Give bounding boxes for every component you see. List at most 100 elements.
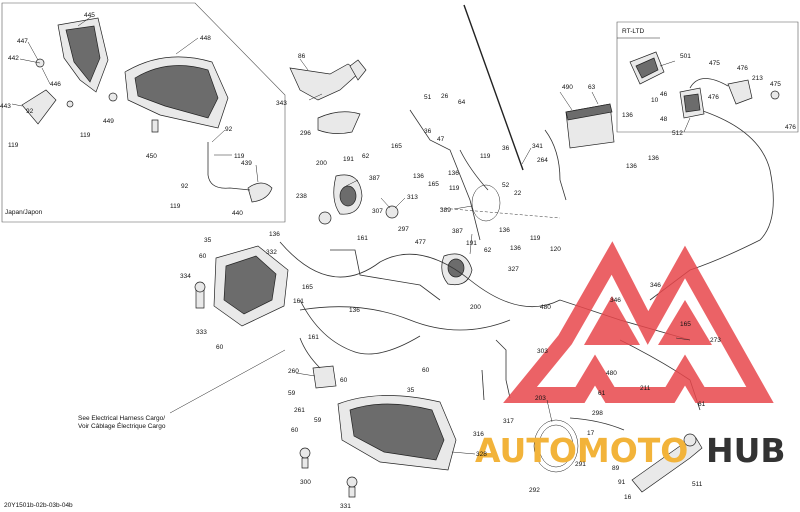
callout: 92: [26, 108, 34, 115]
callout: 136: [413, 173, 424, 180]
callout: 63: [588, 84, 596, 91]
callout: 211: [640, 385, 651, 392]
callout: 119: [530, 235, 541, 242]
callout: 475: [709, 60, 720, 67]
callout: 10: [651, 97, 659, 104]
bulbs-lower: [299, 447, 358, 498]
rt-ltd-inset-label: RT-LTD: [622, 28, 644, 35]
callout: 203: [535, 395, 546, 402]
watermark-logo: [503, 241, 774, 403]
callout: 61: [598, 390, 606, 397]
relay-260: [312, 365, 337, 389]
callout: 119: [234, 153, 245, 160]
callout: 317: [503, 418, 514, 425]
callout: 213: [752, 75, 763, 82]
callout: 298: [592, 410, 603, 417]
diagram-id: 20Y1501b-02b-03b-04b: [4, 502, 73, 509]
callout: 389: [440, 207, 451, 214]
callout: 165: [428, 181, 439, 188]
callout: 445: [84, 12, 95, 19]
callout: 48: [660, 116, 668, 123]
callout: 449: [103, 118, 114, 125]
callout: 313: [407, 194, 418, 201]
remote-501: [629, 51, 665, 85]
callout: 316: [473, 431, 484, 438]
callout: 191: [466, 240, 477, 247]
callout: 307: [372, 208, 383, 215]
callout: 136: [499, 227, 510, 234]
receiver-512: [679, 87, 705, 119]
callout: 35: [407, 387, 415, 394]
headlight-assembly-lower: [337, 395, 457, 471]
callout: 480: [606, 370, 617, 377]
callout: 200: [316, 160, 327, 167]
japan-inset-label: Japan/Japon: [5, 209, 43, 216]
callout: 60: [340, 377, 348, 384]
callout: 60: [291, 427, 299, 434]
callout: 119: [170, 203, 181, 210]
leader-lines: [11, 15, 691, 455]
callout: 261: [294, 407, 305, 414]
callout: 476: [785, 124, 796, 131]
harness-note-line2: Voir Câblage Électrique Cargo: [78, 421, 166, 430]
callout: 291: [575, 461, 586, 468]
callout: 60: [199, 253, 207, 260]
callout: 448: [200, 35, 211, 42]
watermark-text-right: HUB: [706, 431, 786, 470]
callout: 62: [484, 247, 492, 254]
callout: 62: [362, 153, 370, 160]
callout: 136: [510, 245, 521, 252]
callout: 387: [452, 228, 463, 235]
callout: 119: [449, 185, 460, 192]
callout: 446: [50, 81, 61, 88]
callout: 387: [369, 175, 380, 182]
callout: 136: [349, 307, 360, 314]
callout: 346: [610, 297, 621, 304]
callout: 296: [300, 130, 311, 137]
callout: 328: [476, 451, 487, 458]
callout: 303: [537, 348, 548, 355]
callout: 161: [308, 334, 319, 341]
callout: 52: [502, 182, 510, 189]
coil-203: [533, 419, 579, 473]
turn-signal-japan: [21, 58, 273, 203]
callout: 450: [146, 153, 157, 160]
callout: 501: [680, 53, 691, 60]
callout: 136: [448, 170, 459, 177]
callout: 440: [232, 210, 243, 217]
bracket-86-group: [289, 59, 367, 101]
callout: 16: [624, 494, 632, 501]
callout: 475: [770, 81, 781, 88]
callout-numbers: 445 447 442 446 443 448 92 119 449 119 4…: [0, 12, 796, 510]
callout: 36: [424, 128, 432, 135]
callout: 86: [298, 53, 306, 60]
amplifier-490: [565, 103, 615, 149]
callout: 161: [293, 298, 304, 305]
callout: 334: [180, 273, 191, 280]
callout: 47: [437, 136, 445, 143]
callout: 64: [458, 99, 466, 106]
callout: 238: [296, 193, 307, 200]
callout: 264: [537, 157, 548, 164]
speaker-left: [318, 174, 399, 225]
callout: 273: [710, 337, 721, 344]
callout: 332: [266, 249, 277, 256]
callout: 300: [300, 479, 311, 486]
callout: 331: [340, 503, 351, 510]
harness-note-line1: See Electrical Harness Cargo/: [78, 415, 165, 422]
callout: 476: [708, 94, 719, 101]
callout: 439: [241, 160, 252, 167]
callout: 341: [532, 143, 543, 150]
callout: 165: [302, 284, 313, 291]
callout: 476: [737, 65, 748, 72]
callout: 346: [650, 282, 661, 289]
headlight-assembly-left: [213, 245, 289, 327]
callout: 119: [8, 142, 19, 149]
callout: 292: [529, 487, 540, 494]
callout: 92: [225, 126, 233, 133]
callout: 35: [204, 237, 212, 244]
callout: 51: [424, 94, 432, 101]
callout: 477: [415, 239, 426, 246]
